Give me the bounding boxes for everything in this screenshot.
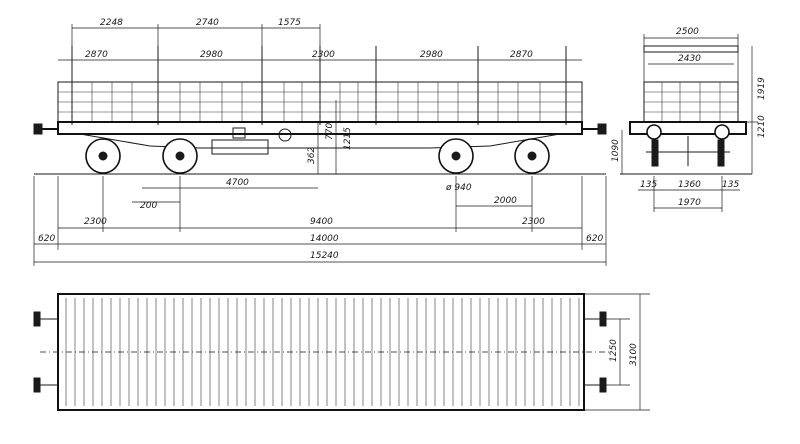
dim-top-3: 1575 (278, 18, 301, 28)
wheel-diameter-label: ø 940 (445, 183, 472, 193)
dim-200: 200 (140, 201, 157, 211)
wheelsets (85, 138, 550, 174)
dim-row2-right: 620 (586, 234, 603, 244)
side-view: 2248 2740 1575 2870 2980 2300 2980 2870 (33, 18, 607, 266)
dim-overall-length: 15240 (310, 251, 339, 261)
dim-end-1360: 1360 (678, 180, 701, 190)
dim-v-362: 362 (307, 147, 317, 164)
dim-bay-3: 2300 (312, 50, 335, 60)
plan-view: 3100 1250 (33, 293, 650, 411)
dim-row1-mid: 9400 (310, 217, 333, 227)
dim-end-gauge: 1970 (678, 198, 701, 208)
dim-end-1210: 1210 (757, 115, 767, 138)
dim-v-770: 770 (325, 123, 335, 140)
end-buffer-left (646, 124, 662, 140)
dim-end-1090: 1090 (611, 139, 621, 162)
end-view: 2500 2430 1919 1210 1090 135 1360 135 (611, 27, 767, 212)
dim-2000: 2000 (494, 196, 517, 206)
dim-row1-right: 2300 (522, 217, 545, 227)
dim-end-top-width: 2500 (676, 27, 699, 37)
dim-bay-5: 2870 (510, 50, 533, 60)
dim-top-2: 2740 (196, 18, 219, 28)
plan-buffers (33, 311, 607, 393)
dim-v-1215: 1215 (343, 127, 353, 150)
dim-end-inner-width: 2430 (678, 54, 701, 64)
end-buffer-right (714, 124, 730, 140)
dim-row2-mid: 14000 (310, 234, 339, 244)
plate (232, 127, 246, 139)
dim-row2-left: 620 (38, 234, 55, 244)
dim-bay-1: 2870 (85, 50, 108, 60)
dim-end-1919: 1919 (757, 77, 767, 100)
buffers-side (33, 123, 607, 135)
dim-4700: 4700 (226, 178, 249, 188)
dim-bay-4: 2980 (420, 50, 443, 60)
dim-plan-3100: 3100 (629, 343, 639, 366)
dim-row1-left: 2300 (84, 217, 107, 227)
dim-end-135-right: 135 (722, 180, 739, 190)
dim-bay-2: 2980 (200, 50, 223, 60)
dim-plan-1250: 1250 (609, 339, 619, 362)
dim-end-135-left: 135 (640, 180, 657, 190)
emblem-icon (278, 128, 292, 142)
board-verticals (91, 82, 541, 122)
brake-box (211, 139, 269, 155)
dim-top-1: 2248 (100, 18, 123, 28)
